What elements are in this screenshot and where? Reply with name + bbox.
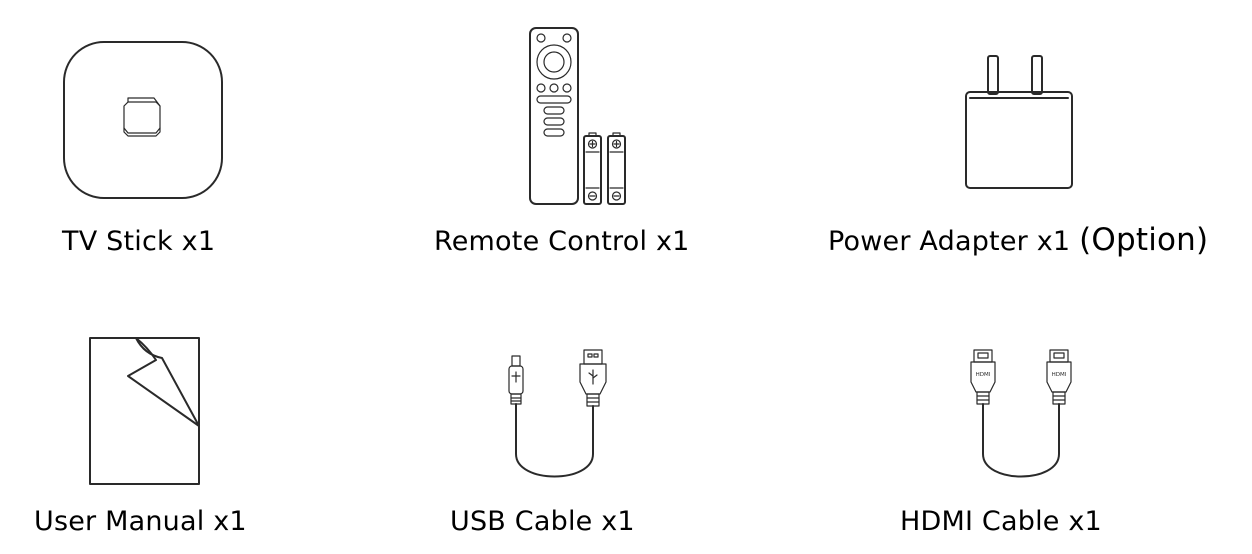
remote-control-icon xyxy=(528,26,632,206)
item-label: HDMI Cable x1 xyxy=(900,506,1102,537)
option-note: (Option) xyxy=(1079,222,1209,258)
user-manual-icon xyxy=(88,336,202,486)
item-label: USB Cable x1 xyxy=(450,506,635,537)
item-label: Remote Control x1 xyxy=(434,226,690,257)
item-label: User Manual x1 xyxy=(34,506,247,537)
hdmi-cable-icon: HDMI HDMI xyxy=(968,348,1078,490)
item-label: TV Stick x1 xyxy=(62,226,216,257)
power-adapter-icon xyxy=(964,54,1074,190)
usb-cable-icon xyxy=(500,348,610,490)
hdmi-connector-label: HDMI xyxy=(976,372,991,378)
item-label: Power Adapter x1 (Option) xyxy=(828,224,1208,258)
item-label-text: Power Adapter x1 xyxy=(828,226,1071,257)
hdmi-connector-label: HDMI xyxy=(1052,372,1067,378)
tv-stick-icon xyxy=(62,40,224,200)
